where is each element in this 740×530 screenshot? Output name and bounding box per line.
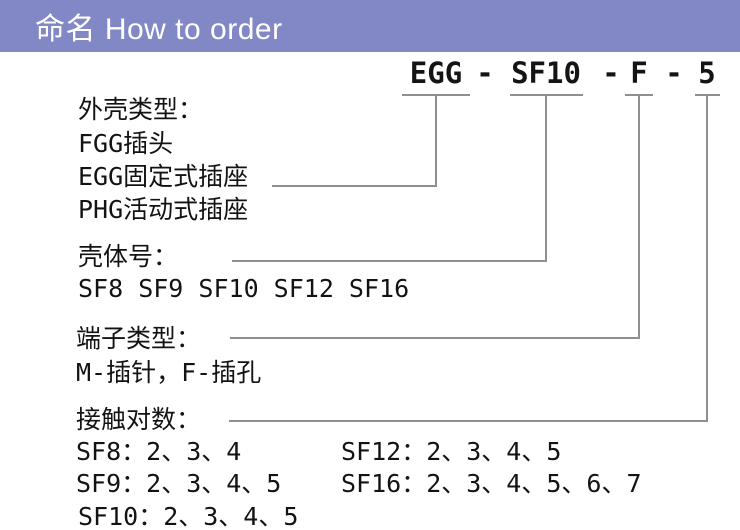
connector-horizontal-terminal-type xyxy=(230,337,640,339)
section-terminal-type-label: 端子类型： xyxy=(76,324,202,353)
connector-vertical-terminal-type xyxy=(638,94,640,339)
shell-type-item-phg: PHG活动式插座 xyxy=(78,195,249,224)
code-segment-shell-type: EGG xyxy=(409,56,463,90)
shell-type-item-fgg: FGG插头 xyxy=(78,129,174,158)
section-shell-type-label: 外壳类型： xyxy=(78,95,204,124)
contact-item-sf9: SF9：2、3、4、5 xyxy=(76,469,282,498)
code-separator: - xyxy=(665,56,683,90)
code-separator: - xyxy=(476,56,494,90)
connector-vertical-contact-count xyxy=(706,94,708,422)
code-separator: - xyxy=(602,56,620,90)
connector-horizontal-shell-size xyxy=(232,260,547,262)
header-bar: 命名 How to order xyxy=(0,0,740,52)
section-contact-count-label: 接触对数： xyxy=(76,405,202,434)
connector-horizontal-contact-count xyxy=(229,420,708,422)
page-title: 命名 How to order xyxy=(35,13,283,46)
connector-vertical-shell-size xyxy=(545,94,547,262)
contact-item-sf16: SF16：2、3、4、5、6、7 xyxy=(341,469,642,498)
shell-type-item-egg: EGG固定式插座 xyxy=(78,162,249,191)
code-segment-terminal-type: F xyxy=(630,56,648,90)
connector-horizontal-shell-type xyxy=(272,185,437,187)
contact-item-sf10: SF10：2、3、4、5 xyxy=(78,502,299,530)
connector-vertical-shell-type xyxy=(435,94,437,187)
contact-item-sf8: SF8：2、3、4 xyxy=(76,437,242,466)
code-segment-shell-size: SF10 xyxy=(511,56,581,90)
contact-item-sf12: SF12：2、3、4、5 xyxy=(341,437,562,466)
code-segment-contact-count: 5 xyxy=(698,56,716,90)
shell-size-list: SF8 SF9 SF10 SF12 SF16 xyxy=(78,274,410,303)
terminal-type-item: M-插针，F-插孔 xyxy=(76,358,262,387)
section-shell-size-label: 壳体号： xyxy=(78,242,179,271)
